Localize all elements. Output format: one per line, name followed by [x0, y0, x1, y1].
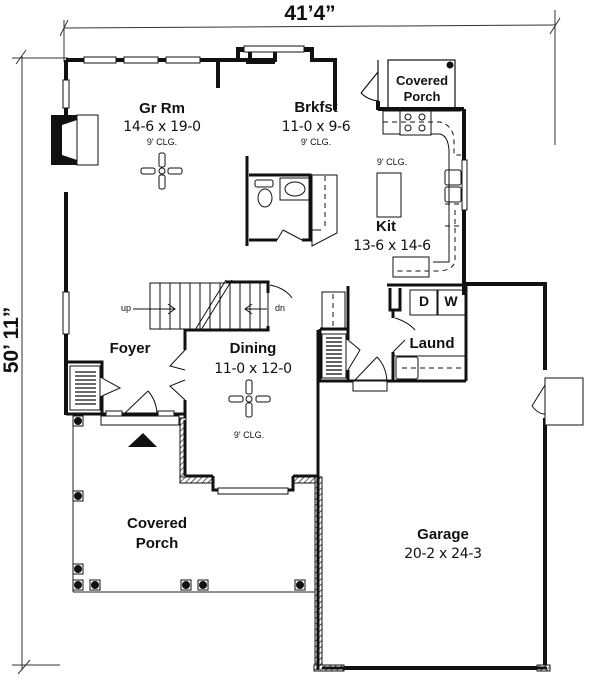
front-door [100, 390, 180, 426]
fireplace-icon [51, 114, 99, 166]
ceiling-fan-icon [228, 379, 271, 418]
breakfast-label: Brkfst [294, 99, 338, 116]
great-room-label: Gr Rm [139, 100, 185, 117]
garage-side-door [531, 377, 584, 426]
porch-columns [72, 415, 306, 591]
rear-porch-label-1: Covered [395, 73, 449, 88]
great-room-size: 14-6 x 19-0 [123, 119, 201, 135]
dimension-lines [12, 10, 561, 675]
foyer-label: Foyer [109, 340, 151, 357]
great-room-ceiling: 9' CLG. [146, 137, 178, 147]
laundry-area [318, 283, 468, 392]
overall-depth-dimension: 50’ 11” [0, 306, 23, 374]
kitchen-size: 13-6 x 14-6 [353, 238, 431, 254]
kitchen-ceiling: 9' CLG. [376, 157, 408, 167]
washer-label: W [444, 293, 458, 309]
dining-ceiling: 9' CLG. [233, 430, 265, 440]
laundry-label: Laund [409, 335, 455, 352]
dining-walls [179, 330, 551, 672]
front-porch-label-1: Covered [126, 515, 188, 532]
garage-label: Garage [417, 526, 469, 543]
stairs-up-label: up [120, 303, 132, 313]
stairs-down-label: dn [274, 303, 286, 313]
dining-size: 11-0 x 12-0 [214, 361, 292, 377]
rear-porch-label-2: Porch [403, 89, 441, 104]
garage-size: 20-2 x 24-3 [404, 546, 482, 562]
coat-closet [69, 365, 122, 411]
top-windows [83, 45, 305, 64]
kitchen-counters [376, 110, 468, 278]
kitchen-label: Kit [376, 218, 396, 235]
staircase [133, 279, 293, 331]
ceiling-fan-icon [140, 152, 183, 190]
breakfast-size: 11-0 x 9-6 [281, 119, 351, 135]
dryer-label: D [418, 293, 430, 309]
front-porch [72, 416, 315, 593]
front-porch-label-2: Porch [135, 535, 179, 552]
dining-label: Dining [229, 340, 277, 357]
breakfast-ceiling: 9' CLG. [300, 137, 332, 147]
powder-room [245, 156, 338, 247]
entry-arrow-icon [128, 433, 157, 447]
overall-width-dimension: 41’4” [284, 2, 336, 25]
